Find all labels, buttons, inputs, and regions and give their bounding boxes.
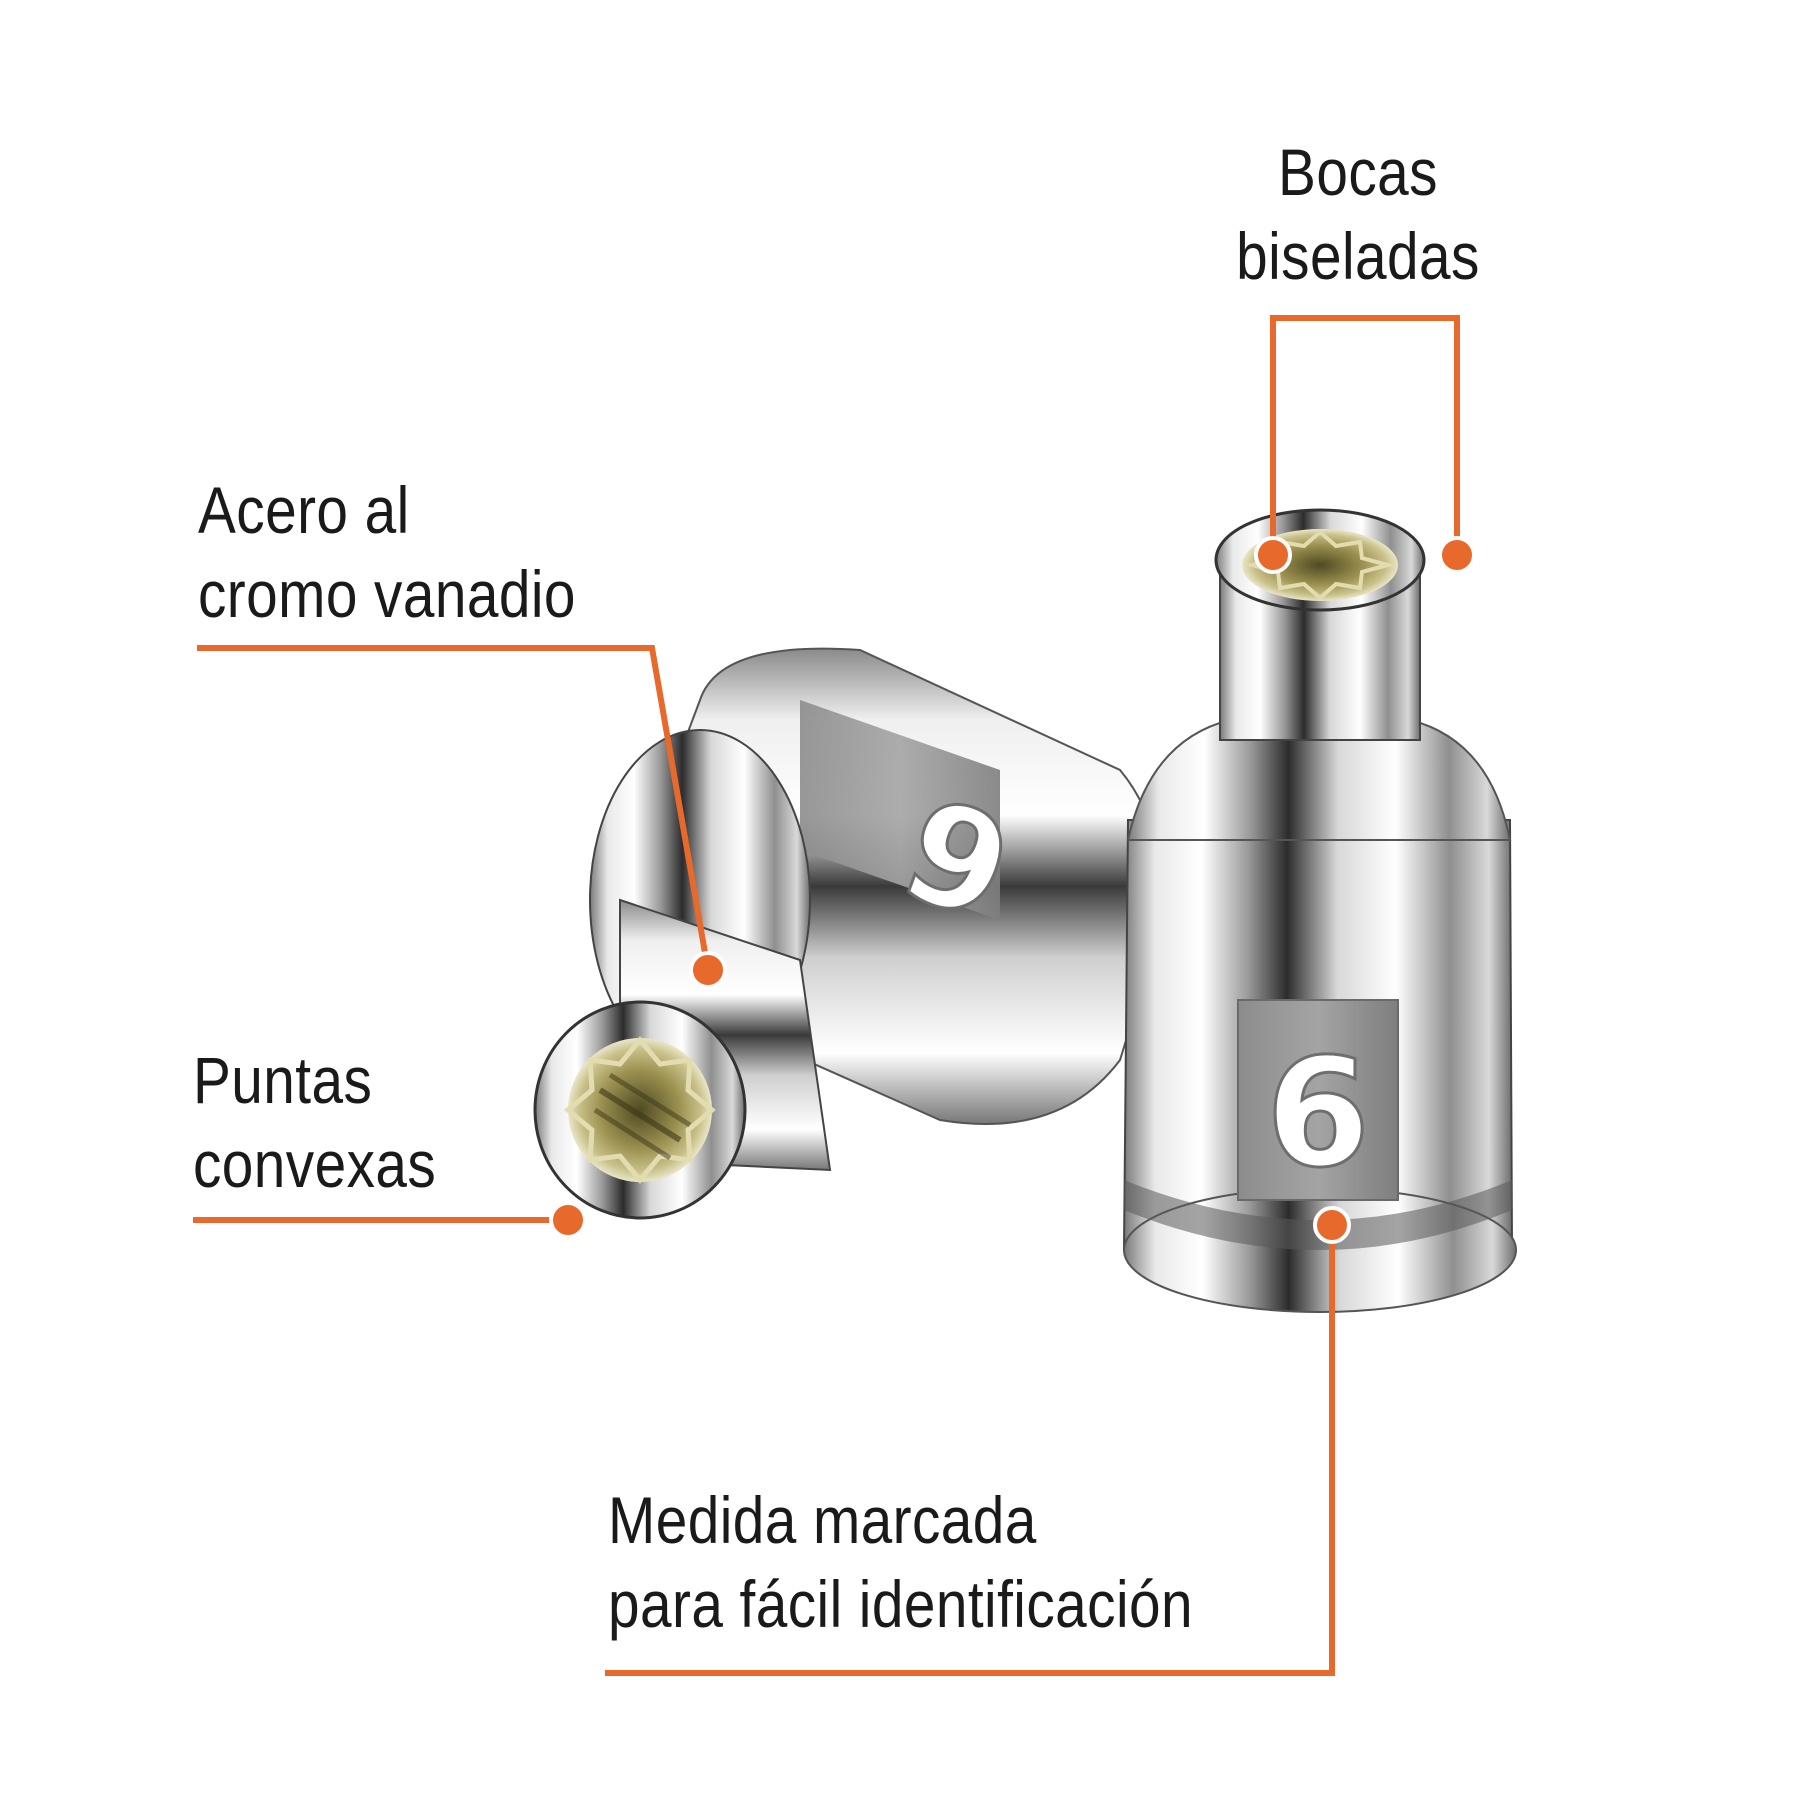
leader-lines xyxy=(193,315,1460,1676)
leader-acero xyxy=(197,645,712,974)
callout-bocas-line2: biseladas xyxy=(1236,219,1480,293)
callout-bocas-line1: Bocas xyxy=(1278,135,1438,209)
size-mark-front: 6 xyxy=(1266,1027,1370,1201)
callout-acero-line2: cromo vanadio xyxy=(198,557,576,631)
callout-puntas-line1: Puntas xyxy=(193,1043,373,1117)
callout-puntas-convexas: Puntas convexas xyxy=(193,1038,436,1206)
callout-acero-cromo-vanadio: Acero al cromo vanadio xyxy=(198,468,576,636)
back-socket xyxy=(533,647,1163,1220)
marker-dots xyxy=(549,536,1476,1244)
callout-medida-marcada: Medida marcada para fácil identificación xyxy=(608,1478,1193,1646)
callout-bocas-biseladas: Bocas biseladas xyxy=(1216,130,1500,298)
callout-medida-line2: para fácil identificación xyxy=(608,1567,1193,1641)
marker-medida xyxy=(1313,1206,1351,1244)
back-socket-bore xyxy=(564,1036,716,1184)
marker-bocas-right xyxy=(1438,536,1476,574)
marker-acero xyxy=(689,951,727,989)
callout-acero-line1: Acero al xyxy=(198,473,410,547)
callout-medida-line1: Medida marcada xyxy=(608,1483,1037,1557)
front-socket xyxy=(1122,508,1517,1313)
marker-bocas-left xyxy=(1254,536,1292,574)
leader-bocas xyxy=(1270,315,1460,558)
leader-medida xyxy=(605,1222,1335,1676)
callout-puntas-line2: convexas xyxy=(193,1127,437,1201)
marker-puntas xyxy=(549,1201,587,1239)
